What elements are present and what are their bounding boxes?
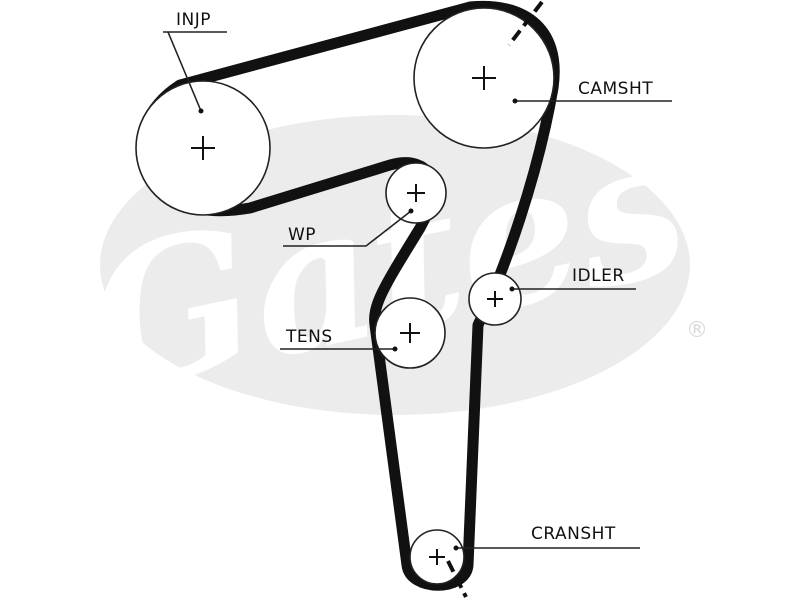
- label-injp: INJP: [176, 10, 211, 30]
- label-wp: WP: [288, 225, 316, 245]
- leader-dot: [509, 286, 515, 292]
- dash-mark-icon: [446, 560, 468, 598]
- pulley-injp: [135, 80, 271, 216]
- watermark-registered-mark: ®: [686, 318, 708, 343]
- leader-dot: [392, 346, 398, 352]
- label-tens: TENS: [285, 327, 333, 347]
- leader-wp: [283, 210, 412, 247]
- plus-icon: [487, 291, 503, 307]
- pulley-cransht: [409, 529, 465, 585]
- plus-icon: [191, 136, 215, 160]
- leader-dot: [512, 98, 518, 104]
- plus-icon: [429, 549, 445, 565]
- plus-icon: [407, 184, 425, 202]
- pulley-camsht: [413, 7, 555, 149]
- leader-dot: [453, 545, 459, 551]
- label-camsht: CAMSHT: [578, 79, 653, 99]
- pulley-idler: [468, 272, 522, 326]
- label-idler: IDLER: [572, 266, 625, 286]
- plus-icon: [472, 66, 496, 90]
- plus-icon: [400, 323, 420, 343]
- leader-dot: [198, 108, 204, 114]
- leader-dots: [198, 98, 518, 551]
- leader-dot: [408, 208, 414, 214]
- pulley-wp: [385, 162, 447, 224]
- leader-injp-diag: [167, 31, 202, 112]
- label-cransht: CRANSHT: [531, 524, 616, 544]
- dash-mark-icon: [507, 0, 544, 47]
- pulley-tens: [374, 297, 446, 369]
- leader-lines: [163, 31, 672, 549]
